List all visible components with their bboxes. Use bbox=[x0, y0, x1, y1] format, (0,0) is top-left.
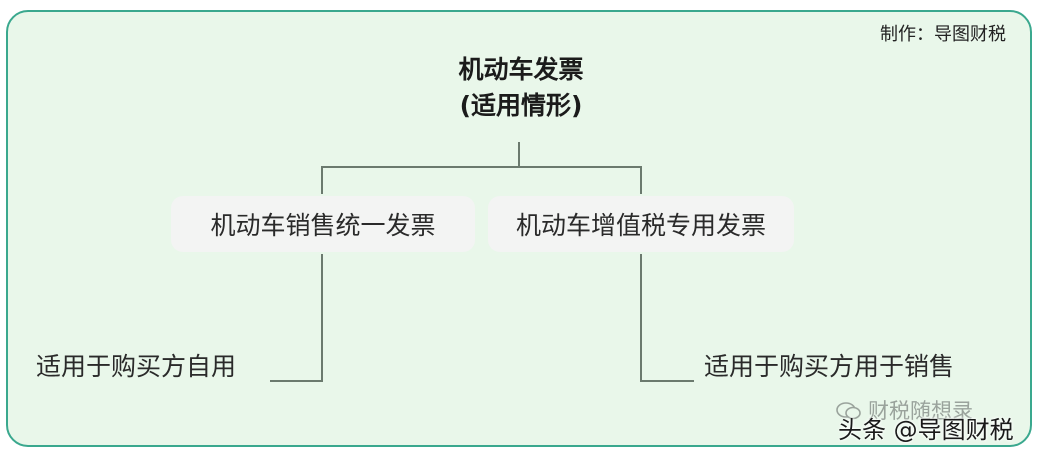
left-leaf-connector bbox=[270, 254, 323, 382]
root-node-subtitle: (适用情形) bbox=[459, 91, 583, 120]
platform-watermark: 头条 @导图财税 bbox=[838, 416, 1014, 444]
branch-node-label: 机动车增值税专用发票 bbox=[515, 211, 766, 240]
right-leaf-connector bbox=[640, 254, 694, 382]
root-node-title: 机动车发票 bbox=[458, 55, 584, 84]
account-watermark: 财税随想录 bbox=[836, 395, 973, 425]
leaf-node-for-resale: 适用于购买方用于销售 bbox=[704, 352, 955, 381]
leaf-node-self-use: 适用于购买方自用 bbox=[36, 352, 237, 381]
account-name: 财税随想录 bbox=[868, 399, 973, 423]
branch-node-label: 机动车销售统一发票 bbox=[210, 211, 436, 240]
credit-label: 制作：导图财税 bbox=[880, 24, 1006, 45]
branch-node-vat-special-invoice[interactable]: 机动车增值税专用发票 bbox=[488, 196, 794, 252]
branch-node-unified-sales-invoice[interactable]: 机动车销售统一发票 bbox=[171, 196, 475, 252]
wechat-icon bbox=[836, 402, 861, 420]
branch-bar bbox=[321, 166, 642, 194]
